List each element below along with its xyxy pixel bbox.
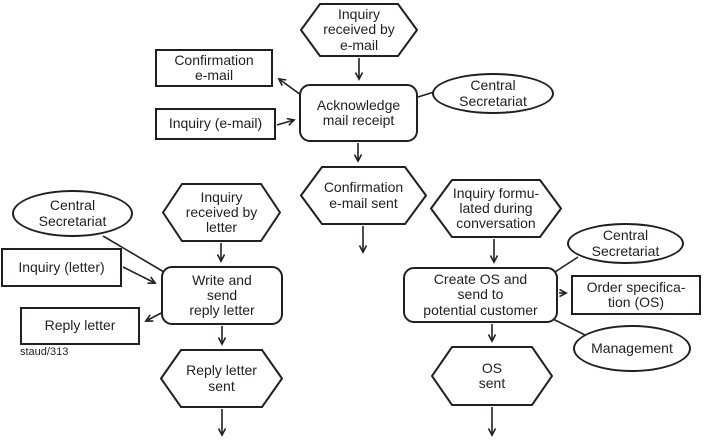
org-unit-label: Central Secretariat: [459, 77, 527, 109]
arrow-inquiry-letter-doc-to-write-send: [122, 266, 155, 283]
hexagon-shape: [300, 3, 418, 57]
org-unit-management: Management: [573, 325, 691, 372]
function-acknowledge-mail-receipt: Acknowledge mail receipt: [299, 84, 418, 142]
document-inquiry-email: Inquiry (e-mail): [155, 108, 276, 140]
event-inquiry-received-by-letter: Inquiry received by letter: [162, 183, 281, 242]
org-unit-central-secretariat-top: Central Secretariat: [432, 73, 554, 114]
document-label: Order specifica- tion (OS): [586, 278, 686, 310]
event-inquiry-received-by-email: Inquiry received by e-mail: [300, 3, 418, 57]
event-os-sent: OS sent: [431, 346, 553, 406]
function-write-send-reply-letter: Write and send reply letter: [161, 266, 283, 325]
document-confirmation-email: Confirmation e-mail: [155, 49, 273, 87]
function-label: Acknowledge mail receipt: [316, 96, 401, 128]
document-label: Inquiry (letter): [18, 258, 105, 275]
document-label: Inquiry (e-mail): [168, 115, 263, 132]
event-label: Reply letter sent: [186, 362, 257, 394]
org-unit-central-secretariat-left: Central Secretariat: [12, 190, 133, 237]
org-unit-label: Central Secretariat: [591, 227, 660, 259]
footnote-credit: staud/313: [20, 346, 69, 358]
document-reply-letter: Reply letter: [20, 307, 140, 345]
event-reply-letter-sent: Reply letter sent: [160, 349, 283, 408]
line-central-secretariat-left-to-write-send: [102, 235, 165, 273]
function-label: Write and send reply letter: [189, 271, 255, 319]
event-label: Inquiry received by letter: [185, 188, 258, 236]
org-unit-central-secretariat-right: Central Secretariat: [567, 223, 684, 264]
document-label: Confirmation e-mail: [174, 51, 254, 83]
org-unit-label: Central Secretariat: [38, 197, 107, 229]
function-create-os-send-to-potential-customer: Create OS and send to potential customer: [403, 267, 558, 323]
hexagon-shape: [160, 349, 283, 408]
event-label: OS sent: [478, 359, 506, 391]
hexagon-shape: [162, 183, 281, 242]
event-confirmation-email-sent: Confirmation e-mail sent: [300, 166, 427, 225]
line-central-secretariat-right-to-create-os: [554, 256, 579, 273]
hexagon-shape: [430, 179, 562, 238]
function-label: Create OS and send to potential customer: [423, 271, 538, 318]
document-order-specification-os: Order specifica- tion (OS): [571, 275, 701, 315]
hexagon-shape: [431, 346, 553, 406]
org-unit-label: Management: [591, 339, 673, 356]
event-inquiry-formulated-during-conversation: Inquiry formu- lated during conversation: [430, 179, 562, 238]
event-label: Confirmation e-mail sent: [323, 179, 404, 211]
event-label: Inquiry received by e-mail: [323, 6, 395, 53]
arrow-inquiry-email-doc-to-acknowledge: [276, 120, 294, 125]
document-label: Reply letter: [44, 317, 116, 334]
line-central-secretariat-top-to-acknowledge: [417, 91, 435, 98]
arrow-acknowledge-to-confirmation-email-doc: [279, 79, 302, 96]
event-label: Inquiry formu- lated during conversation: [452, 184, 540, 232]
hexagon-shape: [300, 166, 427, 225]
document-inquiry-letter: Inquiry (letter): [1, 248, 122, 287]
